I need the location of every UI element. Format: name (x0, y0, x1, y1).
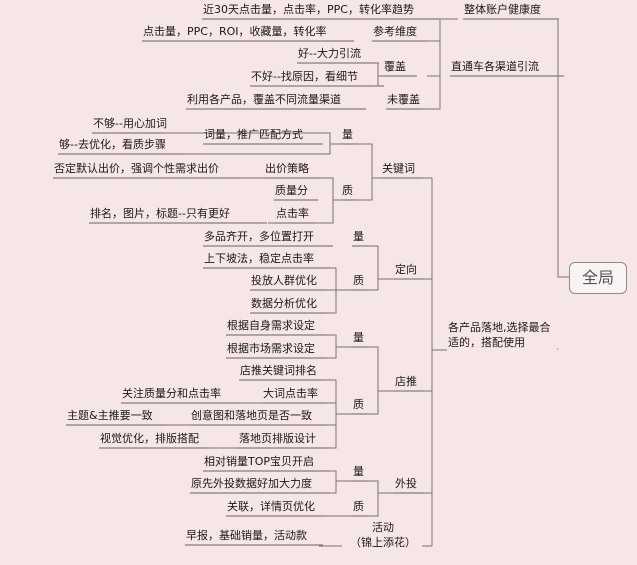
node-n35: 主题&主推要一致 (67, 409, 153, 422)
node-n9: 未覆盖 (387, 93, 420, 106)
node-n15: 否定默认出价，强调个性需求出价 (54, 162, 219, 175)
node-n26: 数据分析优化 (251, 297, 317, 310)
node-n4: 参考维度 (373, 25, 417, 38)
node-n7: 覆盖 (384, 60, 406, 73)
node-n1: 近30天点击量，点击率，PPC，转化率趋势 (203, 3, 414, 16)
node-n25: 投放人群优化 (251, 274, 317, 287)
node-n8: 利用各产品，覆盖不同流量渠道 (187, 93, 341, 106)
node-n14: 量 (342, 128, 353, 141)
node-n34: 大词点击率 (263, 387, 318, 400)
node-n6: 不好--找原因，看细节 (251, 70, 358, 83)
node-n40: 店推 (395, 375, 417, 388)
node-n32: 店推关键词排名 (240, 364, 317, 377)
root-node: 全局 (569, 262, 627, 294)
node-n3: 点击量，PPC，ROI，收藏量，转化率 (143, 25, 327, 38)
node-n39: 质 (353, 398, 364, 411)
node-n48: 活动 （锦上添花） (350, 521, 416, 549)
node-n31: 量 (353, 331, 364, 344)
node-n49: 各产品落地,选择最合适的，搭配使用 (448, 321, 551, 349)
node-n30: 根据市场需求设定 (227, 342, 315, 355)
node-n38: 落地页排版设计 (239, 432, 316, 445)
node-n17: 质量分 (275, 184, 308, 197)
node-n18: 排名，图片，标题--只有更好 (90, 207, 230, 220)
node-n20: 质 (342, 184, 353, 197)
node-n10: 直通车各渠道引流 (451, 60, 539, 73)
node-n23: 量 (353, 230, 364, 243)
node-n37: 视觉优化，排版搭配 (100, 432, 199, 445)
node-n42: 量 (353, 465, 364, 478)
node-n36: 创意图和落地页是否一致 (191, 409, 312, 422)
node-n22: 多品齐开，多位置打开 (204, 230, 314, 243)
node-n41: 相对销量TOP宝贝开启 (204, 455, 315, 468)
node-n24: 上下坡法，稳定点击率 (204, 252, 314, 265)
node-n45: 质 (353, 500, 364, 513)
node-n19: 点击率 (276, 207, 309, 220)
node-n33: 关注质量分和点击率 (122, 387, 221, 400)
node-n2: 整体账户健康度 (464, 3, 541, 16)
node-n28: 定向 (395, 263, 417, 276)
node-n13: 词量，推广匹配方式 (204, 128, 303, 141)
node-n12: 够--去优化，看质步骤 (59, 138, 166, 151)
node-n47: 早报，基础销量，活动款 (186, 529, 307, 542)
node-n44: 关联，详情页优化 (227, 500, 315, 513)
node-n5: 好--大力引流 (298, 47, 361, 60)
node-n43: 原先外投数据好加大力度 (191, 477, 312, 490)
node-n46: 外投 (395, 477, 417, 490)
node-n27: 质 (353, 274, 364, 287)
node-n29: 根据自身需求设定 (227, 319, 315, 332)
node-n11: 不够--用心加词 (93, 117, 167, 130)
node-n21: 关键词 (382, 162, 415, 175)
node-n16: 出价策略 (265, 162, 309, 175)
